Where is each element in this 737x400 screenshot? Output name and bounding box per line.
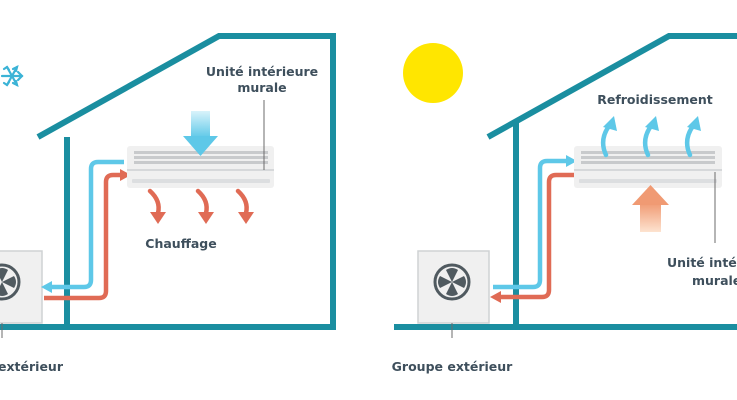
fan-icon <box>433 263 471 301</box>
right-cool-arrowhead <box>566 155 577 167</box>
right-outdoor-label: Groupe extérieur <box>392 359 514 374</box>
right-outdoor-unit <box>417 250 490 338</box>
right-house-outline <box>486 33 737 140</box>
left-mode-label: Chauffage <box>145 236 216 251</box>
left-unit-label-line2: murale <box>237 80 286 95</box>
left-airflow-down-arrow <box>183 111 218 156</box>
right-unit-label-line2: murale <box>692 273 737 288</box>
left-outdoor-unit <box>0 250 43 338</box>
left-unit-label-line1: Unité intérieure <box>206 64 318 79</box>
left-indoor-unit <box>127 146 274 188</box>
left-outdoor-label: extérieur <box>0 359 64 374</box>
fan-icon <box>0 263 21 301</box>
right-cool-air-arrows <box>600 123 696 158</box>
left-warm-arrowhead <box>120 169 131 181</box>
sun-icon <box>403 43 463 103</box>
right-indoor-unit <box>574 146 722 188</box>
left-cool-arrowhead <box>41 281 52 293</box>
right-cool-air-arrowheads <box>603 116 701 131</box>
left-cool-pipe <box>49 159 124 290</box>
left-warm-pipe <box>44 172 123 301</box>
left-scene: Unité intérieure murale Chauffage extéri… <box>0 33 336 374</box>
right-mode-label: Refroidissement <box>597 92 713 107</box>
left-warm-air-arrowheads <box>150 212 254 224</box>
left-house-outline <box>36 33 336 330</box>
right-warm-arrowhead <box>490 291 501 303</box>
right-cool-pipe <box>493 158 568 290</box>
left-warm-air-arrows <box>147 188 249 216</box>
right-unit-label-line1: Unité intérie <box>667 255 737 270</box>
right-warm-air-up-arrow <box>632 185 669 232</box>
right-warm-pipe <box>500 172 575 300</box>
right-scene: Refroidissement Unité intérie murale Gro… <box>392 33 737 374</box>
snowflake-icon <box>0 64 24 88</box>
